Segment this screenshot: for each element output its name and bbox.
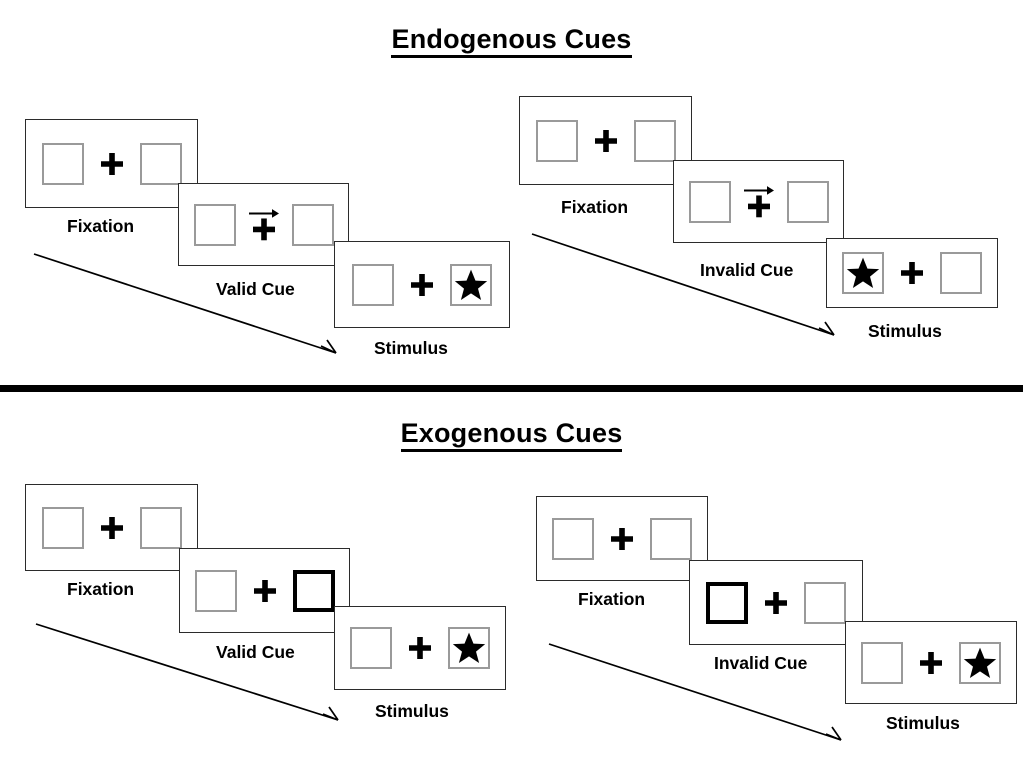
slot-left-exogenous-valid-stimulus [350,627,392,669]
label-endogenous-invalid-fixation: Fixation [561,197,629,217]
frame-endogenous-valid-cue [178,183,349,266]
fixation-center-exogenous-valid-cue [237,561,293,621]
slot-right-exogenous-invalid-cue [804,581,846,624]
label-exogenous-invalid-fixation: Fixation [578,589,646,609]
label-exogenous-valid-cue: Valid Cue [216,642,295,662]
section-title-exogenous-text: Exogenous Cues [400,418,623,452]
time-arrow-exogenous-invalid [548,643,842,741]
section-title-endogenous-text: Endogenous Cues [391,24,632,58]
slot-right-exogenous-invalid-fixation [650,517,692,560]
time-arrow-exogenous-valid [35,623,339,721]
fixation-center-endogenous-invalid-fixation [578,111,634,171]
slot-left-exogenous-valid-cue [194,569,237,612]
frame-exogenous-valid-fixation [25,484,198,571]
frame-endogenous-valid-stimulus [334,241,510,328]
label-endogenous-valid-stimulus: Stimulus [374,338,448,358]
slot-right-exogenous-valid-cue [292,569,335,612]
plus-icon [252,217,275,240]
plus-icon [100,152,123,175]
label-endogenous-valid-cue: Valid Cue [216,279,295,299]
plus-icon [765,591,787,614]
fixation-center-exogenous-valid-stimulus [392,618,448,678]
slot-left-endogenous-valid-cue [193,203,236,246]
slot-left-endogenous-valid-stimulus [352,263,394,306]
slot-right-endogenous-invalid-stimulus [940,252,982,294]
slot-right-endogenous-invalid-cue [786,180,829,223]
label-exogenous-valid-fixation: Fixation [67,579,135,599]
frame-endogenous-invalid-fixation [519,96,692,185]
slot-right-endogenous-valid-cue [291,203,334,246]
plus-icon [747,194,770,217]
fixation-center-endogenous-valid-cue [236,195,292,255]
arrow-right-icon [248,208,279,218]
slot-left-endogenous-invalid-stimulus [842,252,884,294]
label-endogenous-valid-fixation: Fixation [67,216,135,236]
fixation-center-exogenous-valid-fixation [84,498,140,558]
slot-left-exogenous-invalid-fixation [552,517,594,560]
arrow-right-icon [743,185,774,195]
slot-right-exogenous-valid-stimulus [448,627,490,669]
label-exogenous-invalid-stimulus: Stimulus [886,713,960,733]
frame-exogenous-invalid-cue [689,560,863,645]
label-exogenous-valid-stimulus: Stimulus [375,701,449,721]
fixation-center-exogenous-invalid-cue [748,573,804,633]
fixation-center-endogenous-valid-fixation [84,134,140,194]
frame-exogenous-invalid-fixation [536,496,708,581]
fixation-center-exogenous-invalid-stimulus [903,633,959,693]
plus-icon [901,262,923,284]
plus-icon [594,129,617,152]
frame-exogenous-valid-cue [179,548,350,633]
star-icon [846,257,880,288]
plus-icon [920,651,942,674]
fixation-center-endogenous-invalid-stimulus [884,243,940,303]
section-title-exogenous: Exogenous Cues [0,418,1023,452]
slot-left-exogenous-invalid-cue [706,581,748,624]
plus-icon [611,527,633,550]
frame-endogenous-valid-fixation [25,119,198,208]
slot-left-exogenous-invalid-stimulus [861,641,903,684]
star-icon [963,647,997,678]
slot-right-endogenous-valid-fixation [139,142,182,185]
frame-endogenous-invalid-cue [673,160,844,243]
star-icon [454,269,488,300]
time-arrow-endogenous-valid [33,253,337,354]
slot-left-exogenous-valid-fixation [41,506,84,549]
plus-icon [409,637,431,659]
label-endogenous-invalid-cue: Invalid Cue [700,260,794,280]
slot-left-endogenous-invalid-cue [688,180,731,223]
fixation-center-endogenous-valid-stimulus [394,255,450,315]
section-title-endogenous: Endogenous Cues [0,24,1023,58]
frame-exogenous-invalid-stimulus [845,621,1017,704]
slot-right-endogenous-valid-stimulus [450,263,492,306]
slot-right-exogenous-invalid-stimulus [959,641,1001,684]
section-divider [0,385,1023,392]
fixation-center-exogenous-invalid-fixation [594,509,650,569]
time-arrow-endogenous-invalid [531,233,835,336]
star-icon [452,632,486,663]
slot-left-endogenous-valid-fixation [41,142,84,185]
plus-icon [411,273,433,296]
plus-icon [253,579,276,602]
slot-right-endogenous-invalid-fixation [633,119,676,162]
fixation-center-endogenous-invalid-cue [731,172,787,232]
label-endogenous-invalid-stimulus: Stimulus [868,321,942,341]
slot-left-endogenous-invalid-fixation [535,119,578,162]
plus-icon [100,516,123,539]
label-exogenous-invalid-cue: Invalid Cue [714,653,808,673]
frame-exogenous-valid-stimulus [334,606,506,690]
slot-right-exogenous-valid-fixation [139,506,182,549]
frame-endogenous-invalid-stimulus [826,238,998,308]
